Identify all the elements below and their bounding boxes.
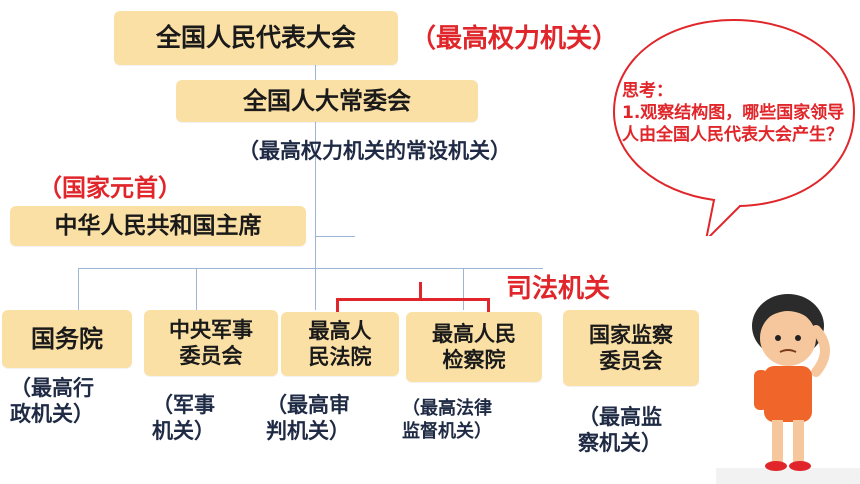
connector-drop-2 bbox=[196, 268, 197, 310]
state-council-label: 国务院 bbox=[31, 325, 103, 353]
state-council-note: （最高行 政机关） bbox=[10, 376, 94, 427]
supervisory-commission-label: 国家监察 委员会 bbox=[589, 322, 673, 373]
supreme-court-box: 最高人 民法院 bbox=[281, 312, 399, 376]
thought-bubble bbox=[612, 18, 856, 236]
npc-note: （最高权力机关） bbox=[410, 24, 619, 54]
thinking-boy-illustration bbox=[716, 294, 860, 484]
judicial-bracket-stem bbox=[419, 282, 422, 298]
npc-box: 全国人民代表大会 bbox=[114, 11, 398, 65]
state-council-box: 国务院 bbox=[2, 310, 132, 368]
procuratorate-label: 最高人民 检察院 bbox=[432, 321, 516, 372]
connector-horizontal-tick bbox=[315, 236, 355, 237]
npc-label: 全国人民代表大会 bbox=[155, 23, 356, 53]
cmc-label: 中央军事 委员会 bbox=[169, 317, 253, 368]
judicial-bracket bbox=[336, 298, 490, 315]
president-box: 中华人民共和国主席 bbox=[10, 206, 306, 246]
procuratorate-note: （最高法律 监督机关） bbox=[402, 398, 492, 442]
procuratorate-box: 最高人民 检察院 bbox=[406, 312, 542, 382]
connector-drop-3 bbox=[315, 268, 316, 310]
president-note: （国家元首） bbox=[38, 174, 182, 202]
president-label: 中华人民共和国主席 bbox=[54, 212, 262, 239]
supreme-court-label: 最高人 民法院 bbox=[308, 318, 372, 369]
judicial-label: 司法机关 bbox=[506, 274, 611, 304]
thought-text: 思考： 1.观察结构图，哪些国家领导人由全国人民代表大会产生？ bbox=[622, 80, 846, 146]
supreme-court-note: （最高审 判机关） bbox=[266, 393, 350, 444]
cmc-note: （军事 机关） bbox=[152, 393, 215, 444]
connector-drop-4 bbox=[463, 268, 464, 310]
supervisory-commission-box: 国家监察 委员会 bbox=[563, 310, 699, 386]
cmc-box: 中央军事 委员会 bbox=[144, 310, 278, 376]
standing-committee-note: （最高权力机关的常设机关） bbox=[238, 139, 511, 163]
connector-drop-1 bbox=[78, 268, 79, 310]
connector-vertical-main bbox=[315, 60, 316, 270]
thought-question: 1.观察结构图，哪些国家领导人由全国人民代表大会产生？ bbox=[622, 103, 845, 145]
connector-horizontal-bus bbox=[78, 268, 543, 269]
standing-committee-label: 全国人大常委会 bbox=[243, 87, 411, 115]
standing-committee-box: 全国人大常委会 bbox=[176, 80, 478, 122]
thought-title: 思考： bbox=[622, 81, 673, 101]
supervisory-commission-note: （最高监 察机关） bbox=[578, 405, 662, 456]
